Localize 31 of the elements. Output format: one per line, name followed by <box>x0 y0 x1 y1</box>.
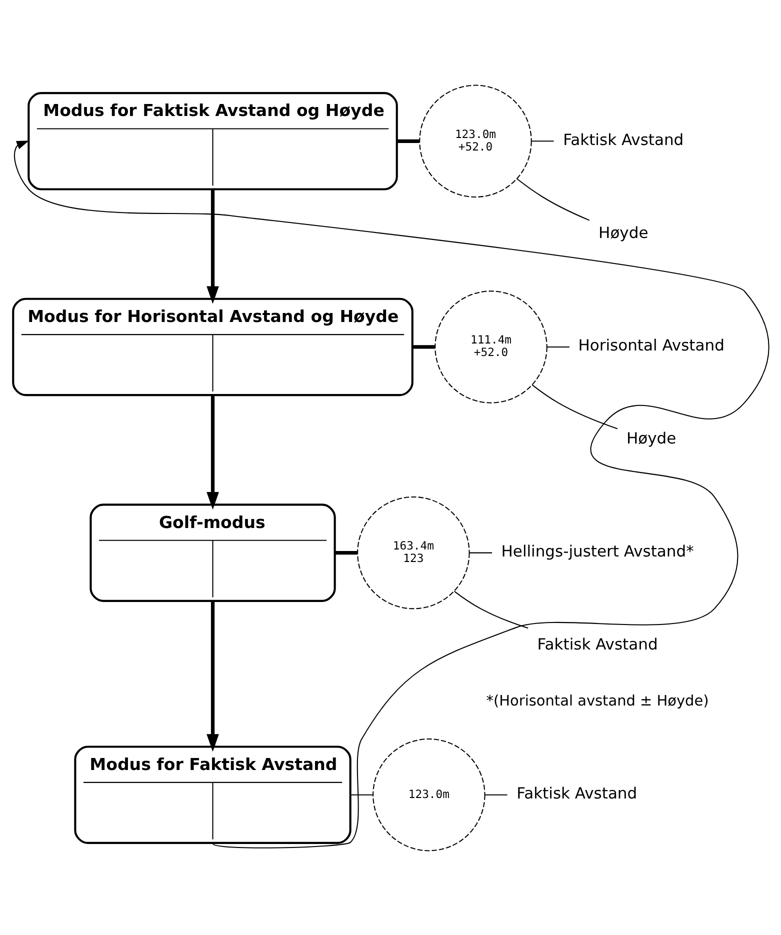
node-text: Faktisk Avstand <box>562 130 684 148</box>
connector <box>531 140 554 142</box>
node-text: Horisontal Avstand <box>578 336 724 354</box>
node-text: Høyde <box>626 429 676 448</box>
node-box: Modus for Faktisk Avstand <box>74 745 351 844</box>
connector <box>396 138 419 142</box>
node-text: Faktisk Avstand <box>516 784 637 802</box>
connector <box>516 178 590 220</box>
node-box: Modus for Faktisk Avstand og Høyde <box>27 92 398 190</box>
node-circle: 123.0m +52.0 <box>418 84 532 198</box>
connector <box>546 346 569 347</box>
connector <box>484 794 507 795</box>
connector <box>454 590 528 628</box>
connector <box>412 344 434 348</box>
connector <box>350 794 372 795</box>
node-text: Høyde <box>598 223 648 242</box>
arrow <box>206 600 218 752</box>
node-circle: 163.4m 123 <box>356 496 470 609</box>
node-text: Faktisk Avstand <box>536 635 658 654</box>
arrow <box>14 140 769 848</box>
connector <box>469 552 492 553</box>
connector <box>531 384 618 429</box>
node-circle: 111.4m +52.0 <box>434 290 547 403</box>
connector <box>334 550 357 554</box>
node-circle: 123.0m <box>372 738 485 851</box>
label: *(Horisontal avstand ± Høyde) <box>486 693 708 710</box>
arrow <box>206 395 218 510</box>
node-text: Hellings-justert Avstand* <box>500 542 694 560</box>
arrow <box>206 189 218 304</box>
node-box: Golf-modus <box>89 503 336 602</box>
node-box: Modus for Horisontal Avstand og Høyde <box>12 297 413 396</box>
